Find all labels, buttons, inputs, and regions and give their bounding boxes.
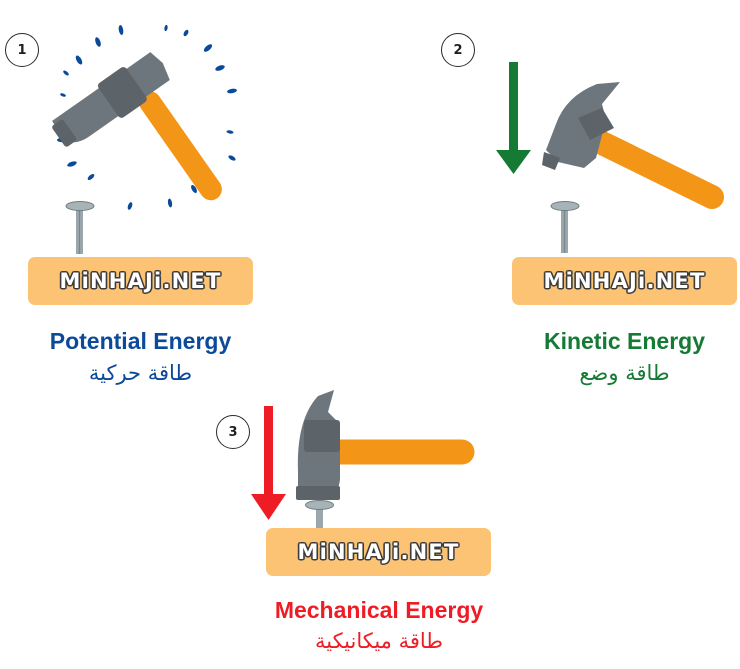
- brand-watermark: MiNHAJi.NET: [59, 269, 222, 293]
- nail-icon: [65, 201, 95, 254]
- panel-3-title-ar: طاقة ميكانيكية: [314, 629, 444, 653]
- down-arrow-icon: [496, 62, 531, 174]
- nail-icon: [305, 500, 334, 529]
- hammer-icon: [542, 82, 724, 209]
- step-number-2: 2: [441, 33, 475, 67]
- brand-watermark: MiNHAJi.NET: [543, 269, 706, 293]
- panel-2-title-en: Kinetic Energy: [543, 328, 706, 354]
- panel-1-title-ar: طاقة حركية: [88, 361, 193, 385]
- step-number-1: 1: [5, 33, 39, 67]
- hammer-icon: [296, 390, 475, 500]
- wood-board-3: MiNHAJi.NET: [266, 528, 491, 576]
- wood-board-2: MiNHAJi.NET: [512, 257, 737, 305]
- hammer-icon: [52, 52, 222, 201]
- impact-lines-icon: [57, 24, 237, 210]
- brand-watermark: MiNHAJi.NET: [297, 540, 460, 564]
- step-number-3: 3: [216, 415, 250, 449]
- panel-1-title-en: Potential Energy: [49, 328, 232, 354]
- nail-icon: [550, 201, 580, 253]
- panel-3-title-en: Mechanical Energy: [274, 597, 484, 623]
- panel-2-title-ar: طاقة وضع: [579, 361, 670, 385]
- wood-board-1: MiNHAJi.NET: [28, 257, 253, 305]
- down-arrow-icon: [251, 406, 286, 520]
